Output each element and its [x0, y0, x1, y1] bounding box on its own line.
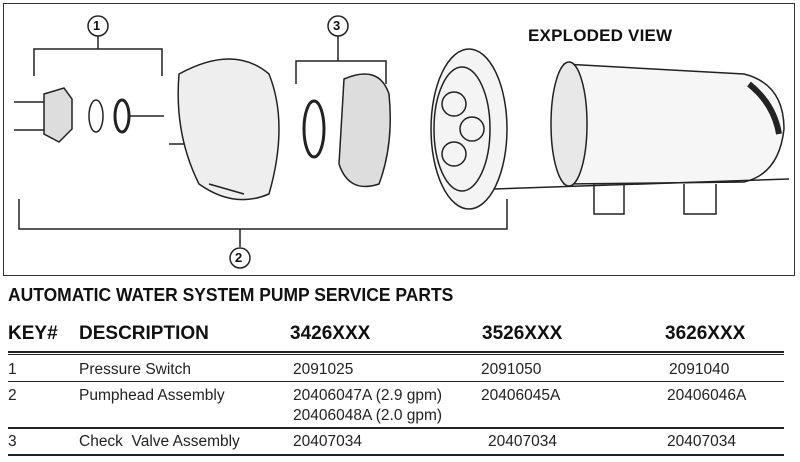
header-3626: 3626XXX	[665, 323, 746, 344]
header-3426: 3426XXX	[290, 323, 371, 344]
header-3526: 3526XXX	[482, 323, 563, 344]
row-part-3626: 2091040	[669, 361, 730, 378]
pump-illustration	[14, 15, 790, 269]
row-part-3626: 20406046A	[667, 387, 747, 404]
row-part-3426-alt: 20406048A (2.0 gpm)	[293, 407, 443, 424]
callout-1: 1	[93, 18, 101, 33]
row-part-3526: 2091050	[481, 361, 542, 378]
row-part-3426: 20406047A (2.9 gpm)	[293, 387, 443, 404]
row-part-3626: 20407034	[667, 433, 736, 450]
row-description: Pressure Switch	[79, 361, 191, 378]
exploded-view-diagram: 1 2 3 EXPLODED VIEW	[3, 3, 795, 276]
row-description: Check Valve Assembly	[79, 433, 240, 450]
row-part-3426: 20407034	[293, 433, 362, 450]
row-part-3526: 20406045A	[481, 387, 561, 404]
row-key: 2	[8, 387, 17, 404]
row-part-3426: 2091025	[293, 361, 354, 378]
row-part-3526: 20407034	[488, 433, 557, 450]
row-key: 1	[8, 361, 17, 378]
callout-3: 3	[333, 18, 341, 33]
callout-2: 2	[235, 250, 243, 265]
parts-table-title: AUTOMATIC WATER SYSTEM PUMP SERVICE PART…	[8, 285, 454, 305]
row-key: 3	[8, 433, 17, 450]
exploded-view-heading: EXPLODED VIEW	[528, 26, 673, 45]
header-key: KEY#	[8, 323, 58, 344]
header-description: DESCRIPTION	[79, 323, 209, 344]
row-description: Pumphead Assembly	[79, 387, 225, 404]
